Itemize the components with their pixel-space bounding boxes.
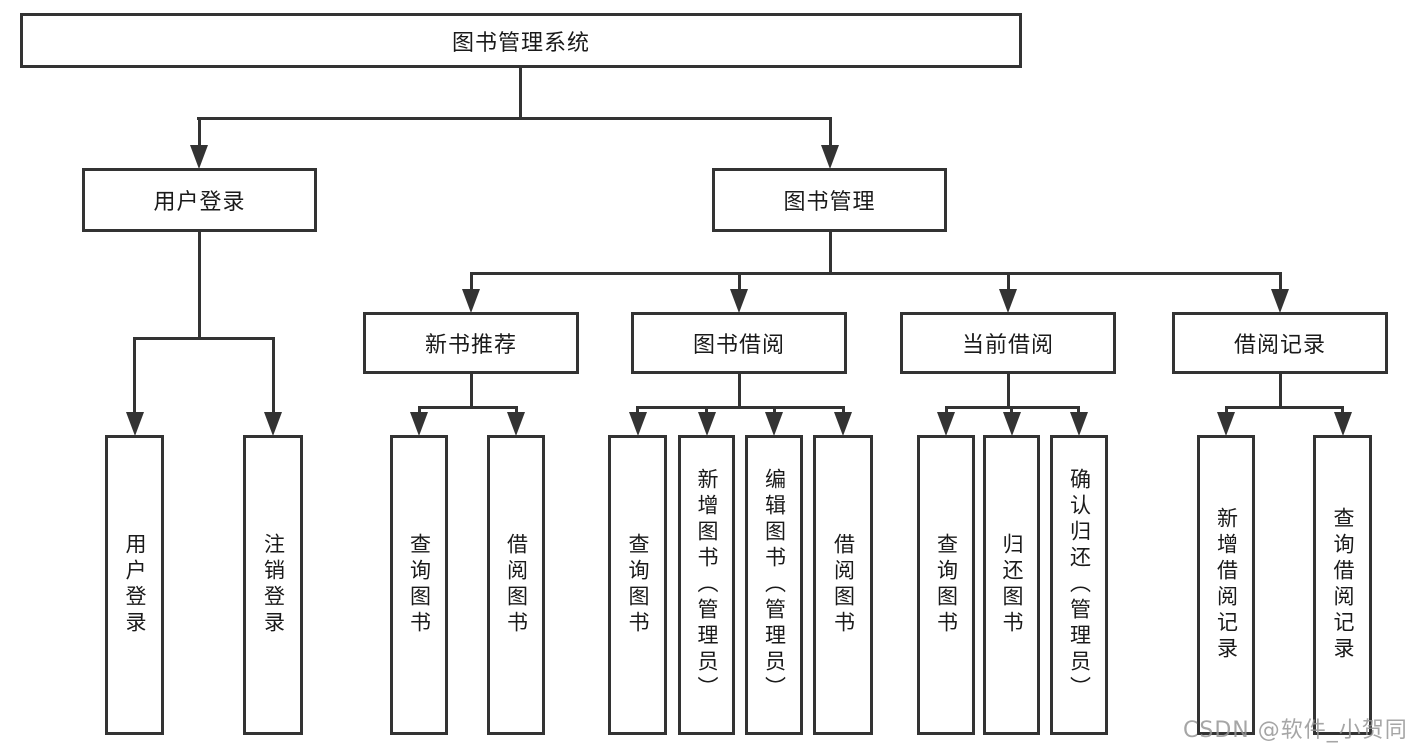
connector-line — [133, 337, 136, 415]
connector-line — [738, 374, 741, 409]
arrow-down-icon — [834, 412, 852, 436]
connector-line — [636, 406, 844, 409]
connector-line — [515, 406, 518, 416]
connector-line — [198, 232, 201, 340]
leaf-current-return: 归还图书 — [983, 435, 1040, 735]
connector-line — [705, 406, 708, 416]
arrow-down-icon — [462, 289, 480, 313]
connector-line — [1279, 374, 1282, 409]
arrow-down-icon — [730, 289, 748, 313]
arrow-down-icon — [1334, 412, 1352, 436]
connector-line — [198, 117, 201, 150]
connector-line — [829, 232, 832, 275]
arrow-down-icon — [507, 412, 525, 436]
leaf-logout: 注销登录 — [243, 435, 303, 735]
connector-line — [1007, 272, 1010, 292]
node-user-login: 用户登录 — [82, 168, 317, 232]
arrow-down-icon — [821, 145, 839, 169]
leaf-newbook-borrow: 借阅图书 — [487, 435, 545, 735]
arrow-down-icon — [1003, 412, 1021, 436]
arrow-down-icon — [410, 412, 428, 436]
connector-line — [1341, 406, 1344, 416]
connector-line — [1007, 374, 1010, 409]
connector-line — [738, 272, 741, 292]
leaf-record-query: 查询借阅记录 — [1313, 435, 1372, 735]
connector-line — [1010, 406, 1013, 416]
arrow-down-icon — [1070, 412, 1088, 436]
arrow-down-icon — [190, 145, 208, 169]
connector-line — [1225, 406, 1228, 416]
connector-line — [418, 406, 518, 409]
arrow-down-icon — [999, 289, 1017, 313]
leaf-borrow-edit-admin: 编辑图书（管理员） — [745, 435, 803, 735]
connector-line — [773, 406, 776, 416]
node-root-system: 图书管理系统 — [20, 13, 1022, 68]
connector-line — [418, 406, 421, 416]
connector-line — [133, 337, 275, 340]
connector-line — [1279, 272, 1282, 292]
csdn-watermark: CSDN @软件_小贺同学 — [1183, 718, 1405, 743]
arrow-down-icon — [937, 412, 955, 436]
connector-line — [829, 117, 832, 150]
connector-line — [470, 272, 1281, 275]
connector-line — [636, 406, 639, 416]
arrow-down-icon — [698, 412, 716, 436]
arrow-down-icon — [629, 412, 647, 436]
connector-line — [1077, 406, 1080, 416]
connector-line — [1225, 406, 1343, 409]
node-current-borrow: 当前借阅 — [900, 312, 1116, 374]
leaf-current-query: 查询图书 — [917, 435, 975, 735]
node-borrow-records: 借阅记录 — [1172, 312, 1388, 374]
leaf-user-login: 用户登录 — [105, 435, 164, 735]
connector-line — [272, 337, 275, 415]
leaf-borrow-borrow: 借阅图书 — [813, 435, 873, 735]
leaf-record-add: 新增借阅记录 — [1197, 435, 1255, 735]
leaf-newbook-query: 查询图书 — [390, 435, 448, 735]
arrow-down-icon — [765, 412, 783, 436]
leaf-current-confirm-admin: 确认归还（管理员） — [1050, 435, 1108, 735]
node-new-book-recommend: 新书推荐 — [363, 312, 579, 374]
connector-line — [197, 117, 831, 120]
connector-line — [519, 68, 522, 120]
arrow-down-icon — [126, 412, 144, 436]
connector-line — [945, 406, 948, 416]
connector-line — [470, 374, 473, 409]
connector-line — [470, 272, 473, 292]
connector-line — [842, 406, 845, 416]
arrow-down-icon — [264, 412, 282, 436]
node-book-management: 图书管理 — [712, 168, 947, 232]
leaf-borrow-query: 查询图书 — [608, 435, 667, 735]
leaf-borrow-add-admin: 新增图书（管理员） — [678, 435, 735, 735]
arrow-down-icon — [1271, 289, 1289, 313]
arrow-down-icon — [1217, 412, 1235, 436]
node-book-borrow: 图书借阅 — [631, 312, 847, 374]
